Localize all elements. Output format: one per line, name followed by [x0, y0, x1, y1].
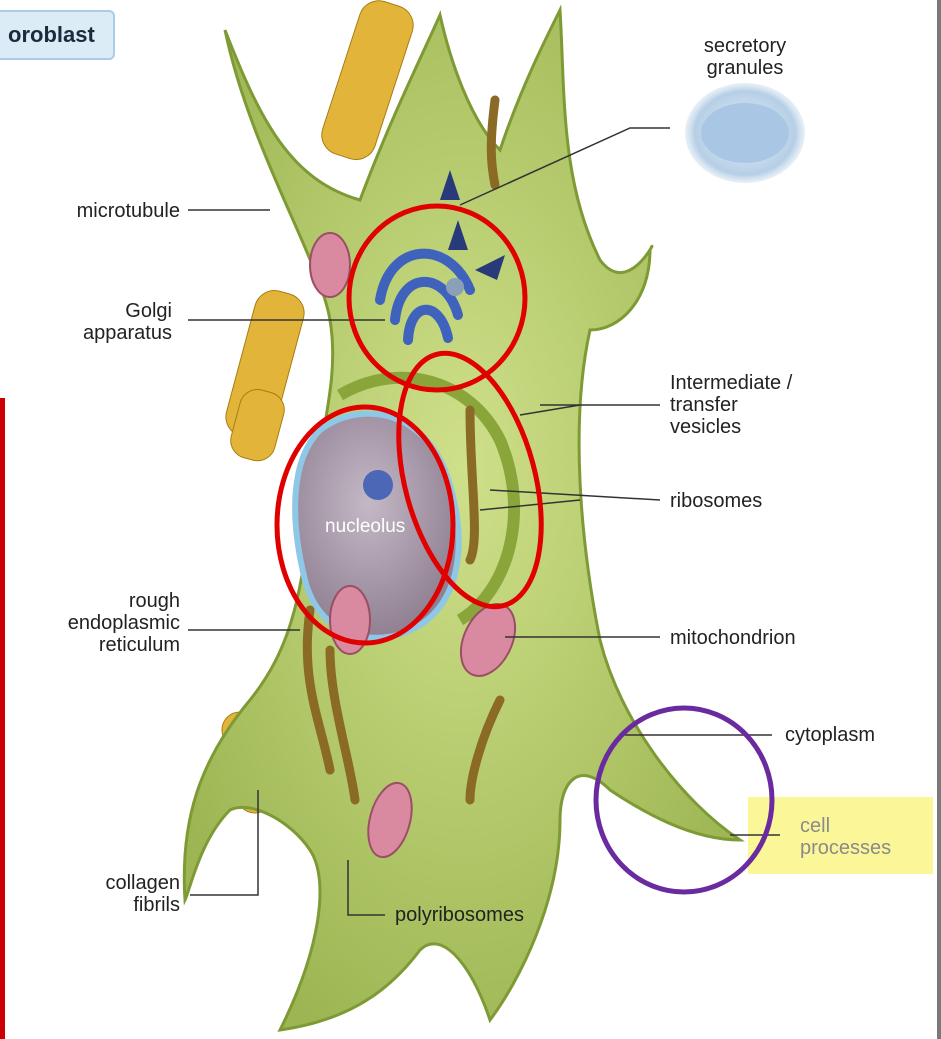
label-mitochondrion: mitochondrion — [670, 627, 796, 649]
label-microtubule: microtubule — [20, 200, 180, 222]
label-cytoplasm: cytoplasm — [785, 724, 875, 746]
label-ribosomes: ribosomes — [670, 490, 762, 512]
label-nucleolus: nucleolus — [325, 516, 405, 538]
label-polyribosomes: polyribosomes — [395, 904, 524, 926]
cell-body — [184, 10, 740, 1030]
